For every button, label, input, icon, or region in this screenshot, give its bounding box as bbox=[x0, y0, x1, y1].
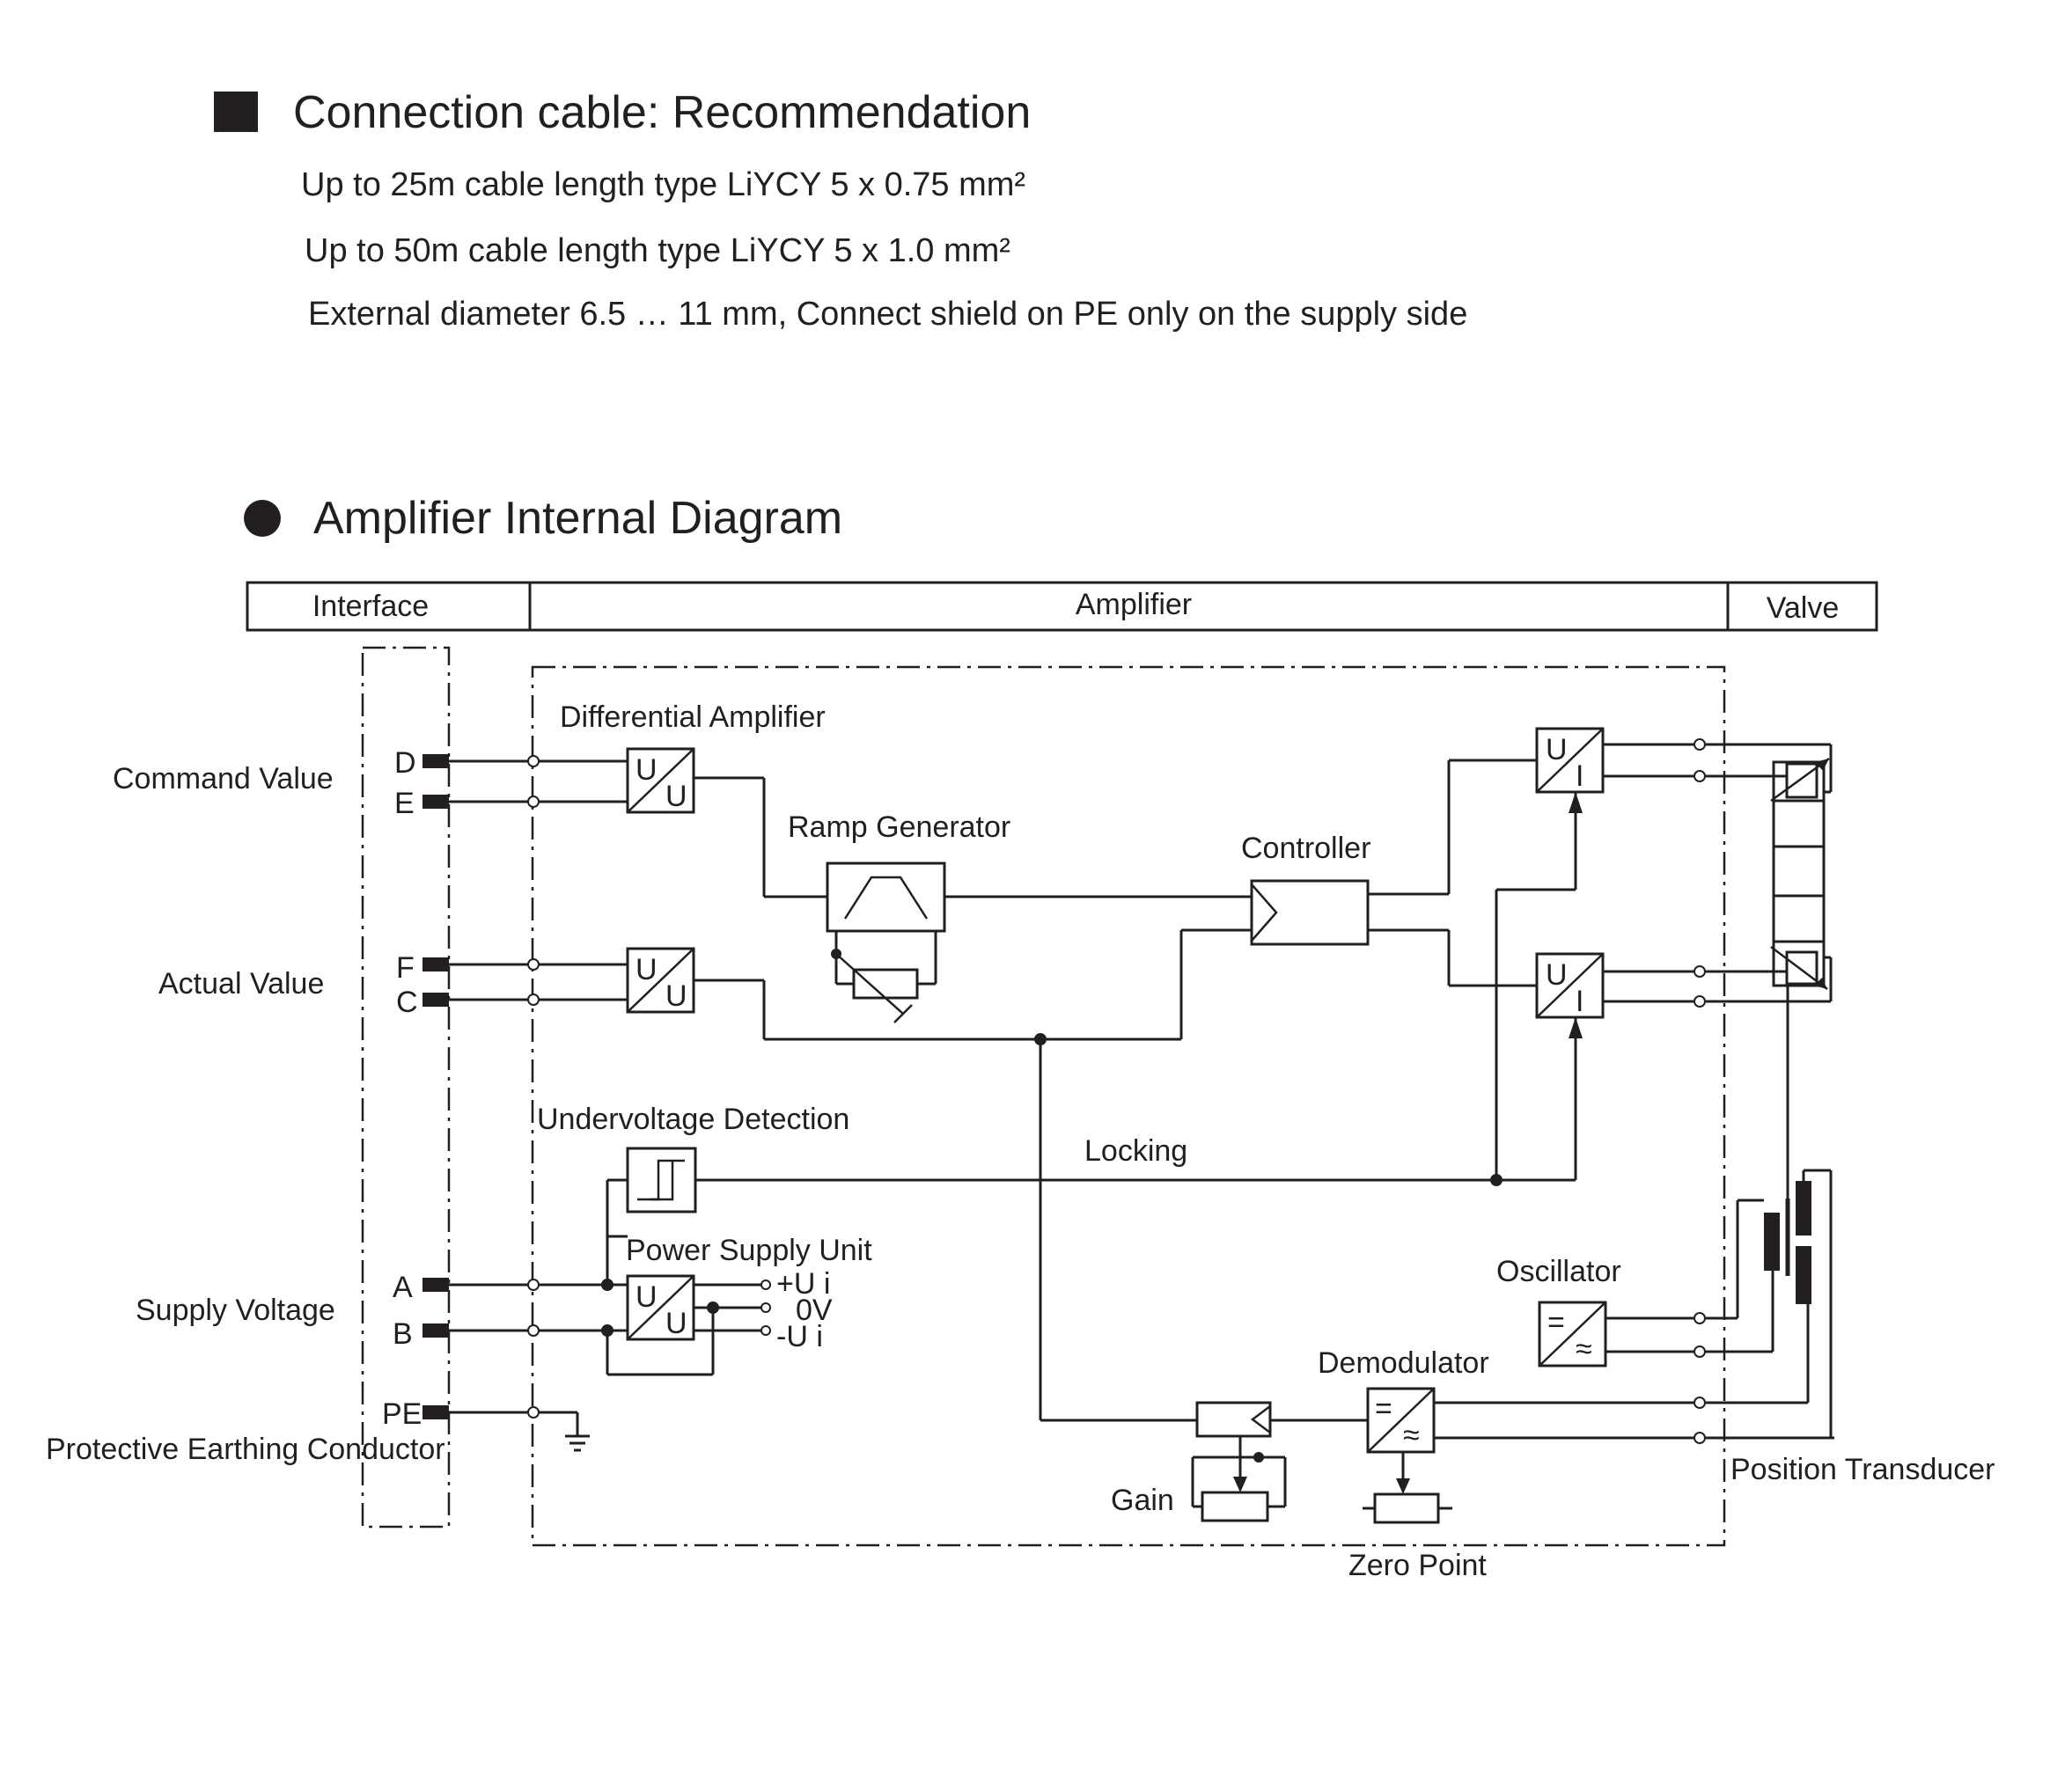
demodulator-block: = ≈ bbox=[1363, 1387, 1834, 1524]
ramp-generator-label: Ramp Generator bbox=[788, 810, 1010, 844]
locking-wires bbox=[606, 792, 1583, 1285]
svg-text:U: U bbox=[665, 780, 687, 813]
svg-text:U: U bbox=[1546, 733, 1568, 766]
supply-output-plus: +U i bbox=[776, 1267, 830, 1301]
ui-converter-upper: U I bbox=[1535, 727, 1605, 794]
position-transducer-symbol bbox=[1736, 986, 1833, 1438]
valve-drive-wires bbox=[1603, 738, 1833, 1008]
diagram-header-bar: Interface Amplifier Valve bbox=[246, 581, 1878, 632]
power-supply-unit-block: U U bbox=[601, 1274, 771, 1376]
connection-cable-title: Connection cable: Recommendation bbox=[293, 87, 1031, 138]
svg-text:U: U bbox=[1546, 958, 1568, 992]
svg-text:=: = bbox=[1547, 1306, 1565, 1339]
header-amplifier: Amplifier bbox=[1076, 588, 1192, 621]
feedback-to-gain-wire bbox=[1039, 1039, 1197, 1422]
zero-point-label: Zero Point bbox=[1348, 1549, 1487, 1582]
pin-e: E bbox=[394, 787, 449, 820]
ground-icon bbox=[565, 1412, 590, 1452]
svg-text:≈: ≈ bbox=[1576, 1332, 1592, 1366]
locking-label: Locking bbox=[1084, 1134, 1187, 1168]
differential-amplifier-block: U U bbox=[626, 747, 695, 814]
svg-text:B: B bbox=[393, 1317, 413, 1351]
oscillator-label: Oscillator bbox=[1496, 1255, 1621, 1288]
svg-text:E: E bbox=[394, 787, 415, 820]
svg-text:PE: PE bbox=[382, 1397, 422, 1431]
svg-text:U: U bbox=[636, 753, 658, 787]
svg-text:≈: ≈ bbox=[1403, 1419, 1420, 1452]
pin-d: D bbox=[394, 746, 449, 780]
pe-conductor-label: Protective Earthing Conductor bbox=[46, 1433, 445, 1466]
undervoltage-detection-block bbox=[626, 1147, 697, 1213]
ui-converter-lower: U I bbox=[1535, 952, 1605, 1019]
power-supply-unit-label: Power Supply Unit bbox=[626, 1234, 872, 1267]
oscillator-block: = ≈ bbox=[1538, 1301, 1773, 1367]
cable-spec-line-1: Up to 25m cable length type LiYCY 5 x 0.… bbox=[301, 166, 1025, 203]
pin-b: B bbox=[393, 1317, 449, 1351]
svg-text:U: U bbox=[665, 1307, 687, 1340]
cable-spec-line-2: Up to 50m cable length type LiYCY 5 x 1.… bbox=[305, 232, 1010, 269]
supply-voltage-label: Supply Voltage bbox=[136, 1294, 335, 1327]
circle-bullet-icon bbox=[244, 500, 281, 537]
valve-solenoid-symbol bbox=[1770, 757, 1830, 990]
diagram-title: Amplifier Internal Diagram bbox=[313, 493, 842, 544]
gain-label: Gain bbox=[1111, 1484, 1174, 1517]
pin-c: C bbox=[396, 986, 449, 1019]
controller-block bbox=[694, 759, 1537, 1045]
actual-value-label: Actual Value bbox=[158, 967, 324, 1001]
svg-text:A: A bbox=[393, 1271, 413, 1304]
square-bullet-icon bbox=[214, 92, 258, 132]
pin-a: A bbox=[393, 1271, 449, 1304]
actual-value-amplifier-block: U U bbox=[626, 947, 695, 1014]
pin-pe: PE bbox=[382, 1397, 449, 1431]
demodulator-label: Demodulator bbox=[1318, 1346, 1489, 1380]
svg-text:D: D bbox=[394, 746, 416, 780]
svg-text:I: I bbox=[1576, 759, 1583, 793]
svg-text:=: = bbox=[1375, 1392, 1392, 1426]
pin-f: F bbox=[396, 951, 449, 985]
header-valve: Valve bbox=[1767, 591, 1840, 625]
interface-frame bbox=[361, 646, 451, 1529]
svg-text:U: U bbox=[636, 953, 658, 986]
supply-output-minus: -U i bbox=[776, 1320, 823, 1353]
controller-label: Controller bbox=[1241, 832, 1370, 865]
ramp-generator-block bbox=[694, 776, 946, 1023]
svg-text:U: U bbox=[665, 979, 687, 1013]
svg-text:I: I bbox=[1576, 985, 1583, 1018]
gain-block bbox=[1191, 1401, 1368, 1522]
differential-amplifier-label: Differential Amplifier bbox=[560, 700, 826, 734]
undervoltage-detection-label: Undervoltage Detection bbox=[537, 1103, 849, 1136]
input-wires bbox=[449, 755, 628, 1419]
cable-spec-line-3: External diameter 6.5 … 11 mm, Connect s… bbox=[308, 296, 1467, 333]
position-transducer-label: Position Transducer bbox=[1730, 1453, 1995, 1486]
svg-text:U: U bbox=[636, 1280, 658, 1314]
header-interface: Interface bbox=[312, 590, 429, 623]
amplifier-frame bbox=[531, 665, 1726, 1547]
svg-text:F: F bbox=[396, 951, 415, 985]
svg-text:C: C bbox=[396, 986, 418, 1019]
command-value-label: Command Value bbox=[113, 762, 334, 796]
supply-output-zero: 0V bbox=[796, 1294, 833, 1327]
